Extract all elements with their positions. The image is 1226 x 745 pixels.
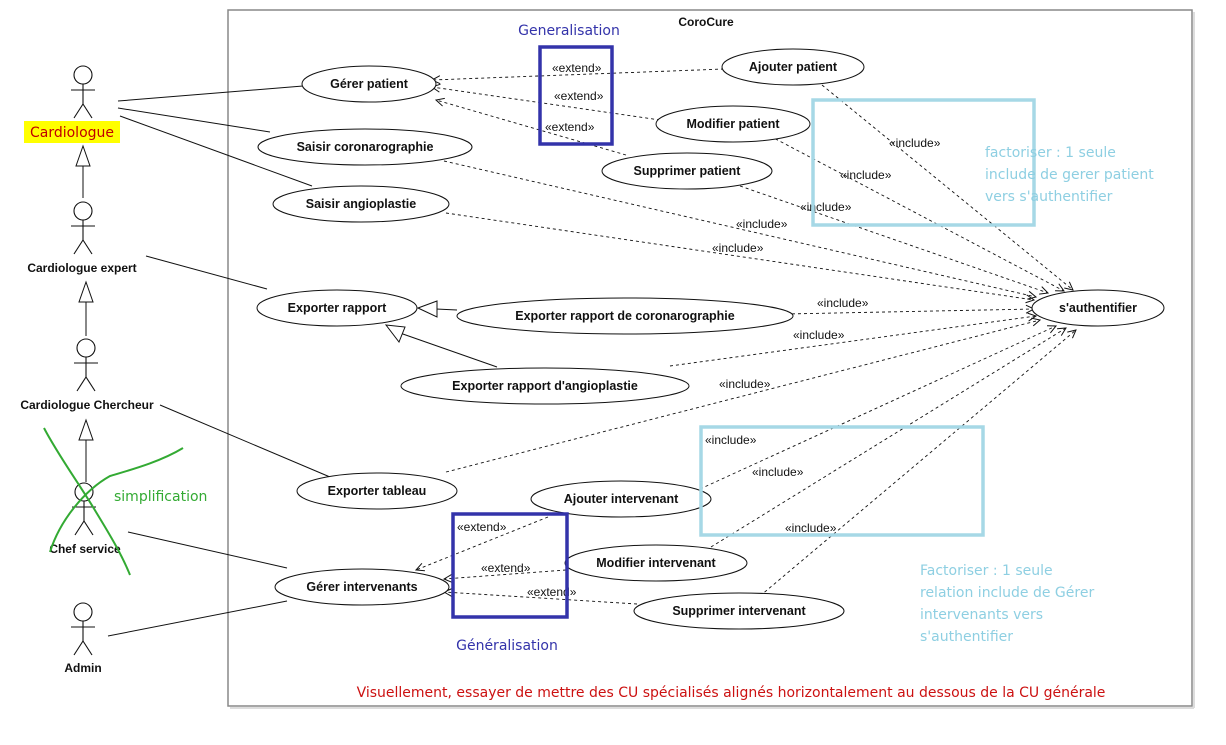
include-label: «include» (889, 136, 941, 150)
uc-label: Exporter rapport d'angioplastie (452, 379, 638, 393)
extend-label: «extend» (481, 561, 531, 575)
extend-label: «extend» (552, 61, 602, 75)
actor-chef-service-figure (72, 482, 96, 536)
actor-cardiologue-figure (71, 65, 95, 119)
include-label: «include» (817, 296, 869, 310)
include-label: «include» (705, 433, 757, 447)
actor-cardiologue-expert-label: Cardiologue expert (27, 261, 136, 275)
uc-label: Gérer patient (330, 77, 409, 91)
include-label: «include» (785, 521, 837, 535)
extend-label: «extend» (545, 120, 595, 134)
system-boundary (227, 9, 1193, 707)
uc-label: Supprimer patient (634, 164, 742, 178)
uc-label: Ajouter intervenant (564, 492, 679, 506)
actor-cardiologue-expert-figure (71, 201, 95, 255)
uc-label: Saisir angioplastie (306, 197, 417, 211)
uc-saisir-coronarographie (257, 128, 473, 166)
simplification-crossout (43, 427, 184, 576)
extend-label: «extend» (554, 89, 604, 103)
uc-exporter-rapport-angioplastie (400, 367, 690, 405)
uc-supprimer-intervenant (633, 592, 845, 630)
uc-exporter-rapport (256, 289, 418, 327)
simplification-note: simplification (114, 489, 207, 505)
factoriser-note-bottom: Factoriser : 1 seule relation include de… (920, 563, 1099, 645)
actor-cardiologue-chercheur-figure (74, 338, 98, 392)
actor-generalisations (75, 144, 94, 482)
uc-label: Ajouter patient (749, 60, 838, 74)
uc-modifier-patient (655, 105, 811, 143)
factoriser-bottom-line: Factoriser : 1 seule (920, 563, 1053, 579)
include-arrows (443, 84, 1076, 597)
uc-label: Modifier patient (686, 117, 780, 131)
generalisation-box-top (538, 45, 614, 146)
factoriser-bottom-line: intervenants vers (920, 607, 1043, 623)
factoriser-top-line: include de gerer patient (985, 167, 1154, 183)
uc-label: Exporter rapport (288, 301, 387, 315)
uc-exporter-rapport-coronarographie (456, 297, 794, 335)
uc-label: Gérer intervenants (306, 580, 417, 594)
include-label: «include» (719, 377, 771, 391)
uc-ajouter-patient (721, 48, 865, 86)
include-label: «include» (752, 465, 804, 479)
uc-modifier-intervenant (564, 544, 748, 582)
factoriser-box-bottom (699, 425, 985, 537)
factoriser-top-line: factoriser : 1 seule (985, 145, 1116, 161)
extend-label: «extend» (527, 585, 577, 599)
include-label: «include» (712, 241, 764, 255)
actor-cardiologue-label: Cardiologue (30, 125, 114, 141)
actor-admin-figure (71, 602, 95, 656)
factoriser-note-top: factoriser : 1 seule include de gerer pa… (985, 145, 1158, 205)
generalisation-note-top: Generalisation (518, 23, 620, 39)
include-label: «include» (800, 200, 852, 214)
cardiologue-highlight (24, 121, 120, 143)
include-label: «include» (736, 217, 788, 231)
actor-figures (71, 65, 98, 656)
include-label: «include» (793, 328, 845, 342)
use-case-shapes (256, 48, 1165, 630)
factoriser-top-line: vers s'authentifier (985, 189, 1113, 205)
uc-label: Saisir coronarographie (297, 140, 434, 154)
uc-gerer-patient (301, 65, 437, 103)
usecase-generalisations (384, 300, 498, 368)
generalisation-box-bottom (451, 512, 569, 619)
uc-label: s'authentifier (1059, 301, 1137, 315)
factoriser-bottom-line: s'authentifier (920, 629, 1013, 645)
uc-supprimer-patient (601, 152, 773, 190)
actor-chef-service-label: Chef service (49, 542, 121, 556)
uc-s-authentifier (1031, 289, 1165, 327)
system-title: CoroCure (678, 15, 734, 29)
uc-label: Modifier intervenant (596, 556, 716, 570)
extend-arrows (416, 68, 725, 605)
uc-saisir-angioplastie (272, 185, 450, 223)
include-label: «include» (840, 168, 892, 182)
factoriser-bottom-line: relation include de Gérer (920, 585, 1094, 601)
factoriser-box-top (811, 98, 1036, 227)
extend-label: «extend» (457, 520, 507, 534)
uc-label: Exporter rapport de coronarographie (515, 309, 735, 323)
uc-gerer-intervenants (274, 568, 450, 606)
associations (107, 85, 331, 637)
uc-label: Supprimer intervenant (672, 604, 806, 618)
bottom-note: Visuellement, essayer de mettre des CU s… (357, 685, 1106, 701)
actor-admin-label: Admin (64, 661, 101, 675)
actor-cardiologue-chercheur-label: Cardiologue Chercheur (20, 398, 154, 412)
generalisation-note-bottom: Généralisation (456, 638, 558, 654)
uc-exporter-tableau (296, 472, 458, 510)
uc-ajouter-intervenant (530, 480, 712, 518)
uc-label: Exporter tableau (328, 484, 427, 498)
